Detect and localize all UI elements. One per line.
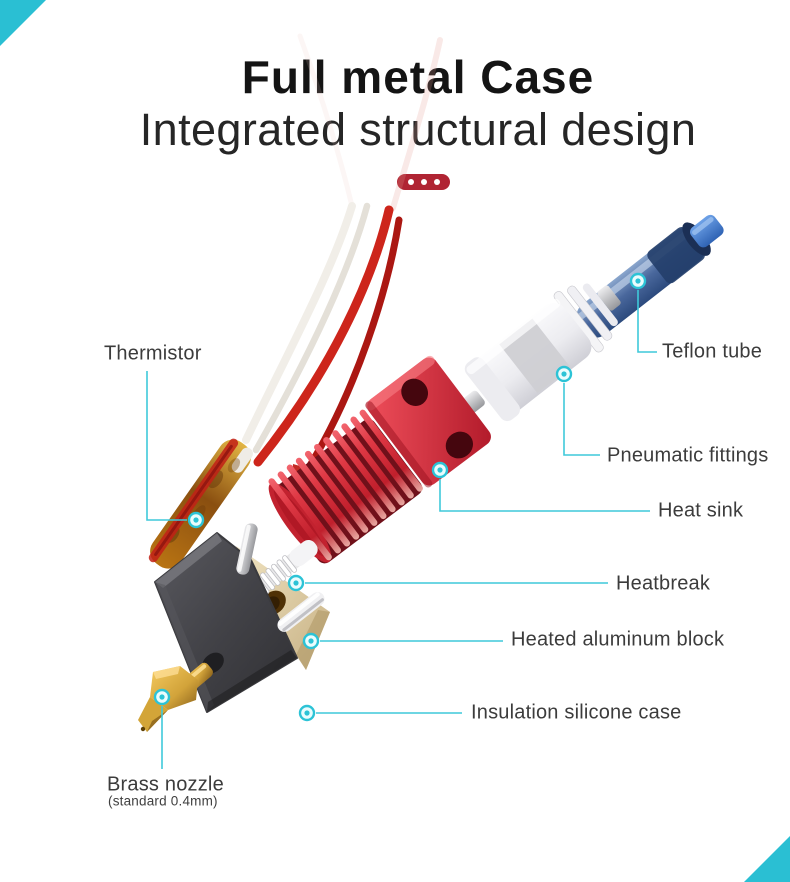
label-teflon-tube: Teflon tube (662, 340, 763, 363)
thermistor-part (148, 438, 253, 569)
label-heatbreak: Heatbreak (616, 572, 711, 595)
label-thermistor: Thermistor (104, 342, 202, 365)
callout-dot-insulation (298, 704, 316, 722)
heat-sink-fins (268, 409, 423, 561)
label-insulation-silicone-case: Insulation silicone case (471, 701, 682, 724)
pneumatic-fitting-part (464, 283, 621, 422)
page-subtitle: Integrated structural design (139, 104, 697, 155)
callouts (146, 290, 657, 769)
callout-line-teflon-tube (637, 290, 657, 353)
badge-dot (407, 179, 414, 185)
callout-line-thermistor (146, 371, 187, 521)
callout-dot-teflon-tube (629, 272, 647, 290)
callout-dot-brass-nozzle (153, 688, 171, 706)
page-title: Full metal Case (241, 51, 595, 103)
corner-triangle-bottom-right (744, 836, 790, 882)
label-brass-nozzle: Brass nozzle (107, 773, 224, 796)
label-pneumatic-fittings: Pneumatic fittings (607, 444, 769, 467)
callout-line-pneumatic (563, 383, 600, 456)
callout-dot-heat-sink (431, 461, 449, 479)
callout-dot-pneumatic (555, 365, 573, 383)
mounting-screws (236, 523, 325, 632)
wire-ghost-trails (297, 33, 443, 211)
label-heat-sink: Heat sink (658, 499, 744, 522)
callout-dot-heatbreak (287, 574, 305, 592)
corner-triangle-top-left (0, 0, 46, 46)
callout-dot-thermistor (187, 511, 205, 529)
badge-dot (433, 179, 440, 185)
callout-line-heat-sink (439, 479, 650, 512)
label-heated-aluminum-block: Heated aluminum block (511, 628, 725, 651)
dots-badge (397, 174, 450, 190)
heat-sink-part (268, 355, 491, 564)
callout-dot-heated-block (302, 632, 320, 650)
label-brass-nozzle-sub: (standard 0.4mm) (108, 793, 218, 809)
heater-and-thermistor-wires (242, 202, 403, 504)
badge-dot (420, 179, 427, 185)
callout-dots (153, 272, 647, 722)
